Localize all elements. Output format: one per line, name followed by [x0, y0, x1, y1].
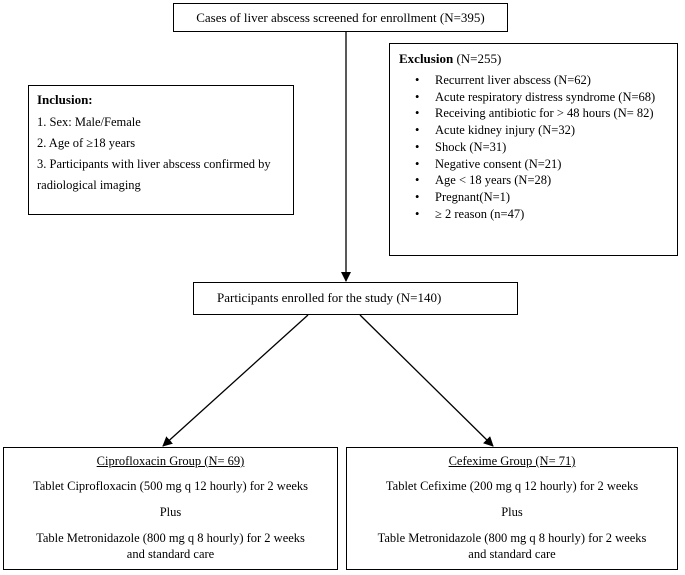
- cefix-second-line-1: Table Metronidazole (800 mg q 8 hourly) …: [377, 531, 647, 545]
- exclusion-item-label: Shock (N=31): [435, 139, 507, 154]
- bullet-icon: •: [415, 73, 420, 87]
- exclusion-box: Exclusion (N=255) • Recurrent liver absce…: [389, 43, 678, 256]
- cefix-second-line-2: and standard care: [468, 547, 556, 561]
- exclusion-item: • ≥ 2 reason (n=47): [399, 206, 677, 223]
- inclusion-box: Inclusion: 1. Sex: Male/Female 2. Age of…: [28, 85, 294, 215]
- cefix-drug: Tablet Cefixime (200 mg q 12 hourly) for…: [385, 479, 639, 493]
- inclusion-criterion-2: 2. Age of ≥18 years: [37, 136, 136, 150]
- bullet-icon: •: [415, 123, 420, 138]
- bullet-icon: •: [415, 89, 420, 104]
- screened-box: Cases of liver abscess screened for enro…: [173, 3, 508, 32]
- exclusion-item: • Pregnant(N=1): [399, 189, 677, 206]
- exclusion-item-label: Negative consent (N=21): [435, 156, 562, 171]
- exclusion-item-label: Acute kidney injury (N=32): [435, 123, 576, 138]
- cipro-drug: Tablet Ciprofloxacin (500 mg q 12 hourly…: [32, 479, 309, 493]
- ciprofloxacin-group-box: Ciprofloxacin Group (N= 69) Tablet Cipro…: [3, 447, 338, 570]
- cefix-plus: Plus: [501, 505, 523, 519]
- connector-enrolled-to-cefix: [359, 314, 494, 447]
- exclusion-item-label: Recurrent liver abscess (N=62): [435, 73, 591, 87]
- exclusion-list: • Recurrent liver abscess (N=62) • Acute r…: [399, 72, 677, 222]
- bullet-icon: •: [415, 206, 420, 221]
- screened-text: Cases of liver abscess screened for enro…: [196, 10, 485, 25]
- exclusion-item: • Acute respiratory distress syndrome (N=…: [399, 89, 677, 106]
- cipro-plus: Plus: [159, 505, 182, 519]
- exclusion-item: • Acute kidney injury (N=32): [399, 122, 677, 139]
- bullet-icon: •: [415, 189, 420, 204]
- enrolled-box: Participants enrolled for the study (N=1…: [193, 282, 518, 315]
- cipro-group-title: Ciprofloxacin Group (N= 69): [96, 454, 245, 468]
- exclusion-item: • Negative consent (N=21): [399, 156, 677, 173]
- exclusion-item: • Receiving antibiotic for > 48 hours (N=…: [399, 105, 677, 122]
- cipro-second-line-1: Table Metronidazole (800 mg q 8 hourly) …: [36, 531, 305, 545]
- inclusion-criterion-1: 1. Sex: Male/Female: [37, 115, 141, 129]
- bullet-icon: •: [415, 173, 420, 188]
- enrolled-text: Participants enrolled for the study (N=1…: [217, 290, 442, 305]
- exclusion-item: • Shock (N=31): [399, 139, 677, 156]
- exclusion-item-label: Pregnant(N=1): [435, 189, 511, 204]
- cipro-second-line-2: and standard care: [126, 547, 215, 561]
- bullet-icon: •: [415, 139, 420, 154]
- exclusion-title: Exclusion: [399, 51, 454, 66]
- exclusion-heading: Exclusion (N=255): [399, 50, 677, 68]
- exclusion-item: • Age < 18 years (N=28): [399, 172, 677, 189]
- exclusion-item-label: Age < 18 years (N=28): [435, 173, 552, 188]
- bullet-icon: •: [415, 156, 420, 171]
- cefixime-group-box: Cefexime Group (N= 71) Tablet Cefixime (…: [346, 447, 678, 570]
- bullet-icon: •: [415, 106, 420, 121]
- exclusion-item-label: Receiving antibiotic for > 48 hours (N= …: [435, 106, 654, 121]
- inclusion-title: Inclusion:: [37, 92, 93, 107]
- exclusion-count: (N=255): [453, 51, 502, 66]
- exclusion-item-label: Acute respiratory distress syndrome (N=6…: [435, 89, 656, 104]
- connector-enrolled-to-cipro: [162, 314, 309, 447]
- inclusion-criterion-3: 3. Participants with liver abscess confi…: [37, 157, 271, 192]
- exclusion-item: • Recurrent liver abscess (N=62): [399, 72, 677, 89]
- exclusion-item-label: ≥ 2 reason (n=47): [435, 206, 525, 221]
- cefix-group-title: Cefexime Group (N= 71): [448, 454, 576, 468]
